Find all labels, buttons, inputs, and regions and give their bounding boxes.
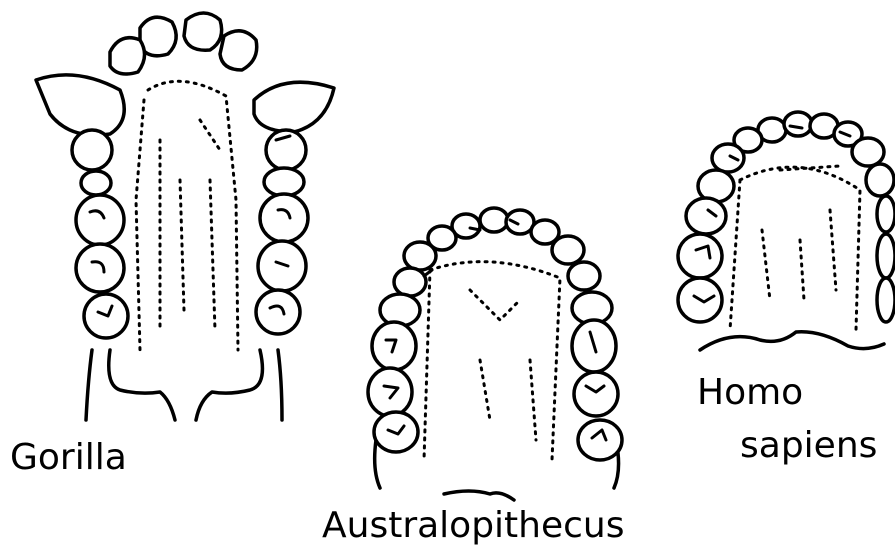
gorilla-canine-left <box>36 75 124 135</box>
gorilla-molar-right-1 <box>260 194 308 242</box>
australopithecus-molar-right-3 <box>578 420 622 460</box>
gorilla-jaw <box>36 13 334 420</box>
gorilla-premolar-left-2 <box>81 171 111 195</box>
gorilla-incisor-3 <box>110 38 145 74</box>
gorilla-incisor-2 <box>184 13 222 50</box>
australopithecus-front-teeth <box>394 208 600 296</box>
gorilla-molar-left-2 <box>76 244 124 292</box>
gorilla-canine-right <box>254 82 334 132</box>
australopithecus-molar-right-2 <box>574 372 618 416</box>
australopithecus-molar-left-2 <box>368 368 412 416</box>
gorilla-palate <box>86 350 282 420</box>
sapiens-label: sapiens <box>740 428 877 464</box>
gorilla-molar-right-3 <box>256 290 300 334</box>
gorilla-premolar-left-1 <box>72 130 112 170</box>
gorilla-incisor-4 <box>220 31 257 70</box>
gorilla-premolar-right-2 <box>264 168 304 196</box>
homo-sapiens-jaw <box>678 112 895 350</box>
gorilla-label: Gorilla <box>10 440 127 476</box>
gorilla-molar-right-2 <box>258 241 306 291</box>
homo-label: Homo <box>697 375 803 411</box>
gorilla-molar-left-1 <box>76 195 124 245</box>
australopithecus-jaw <box>368 208 622 500</box>
homo-sapiens-teeth <box>678 112 895 322</box>
homo-sapiens-palate <box>700 332 884 350</box>
australopithecus-label: Australopithecus <box>322 508 625 544</box>
